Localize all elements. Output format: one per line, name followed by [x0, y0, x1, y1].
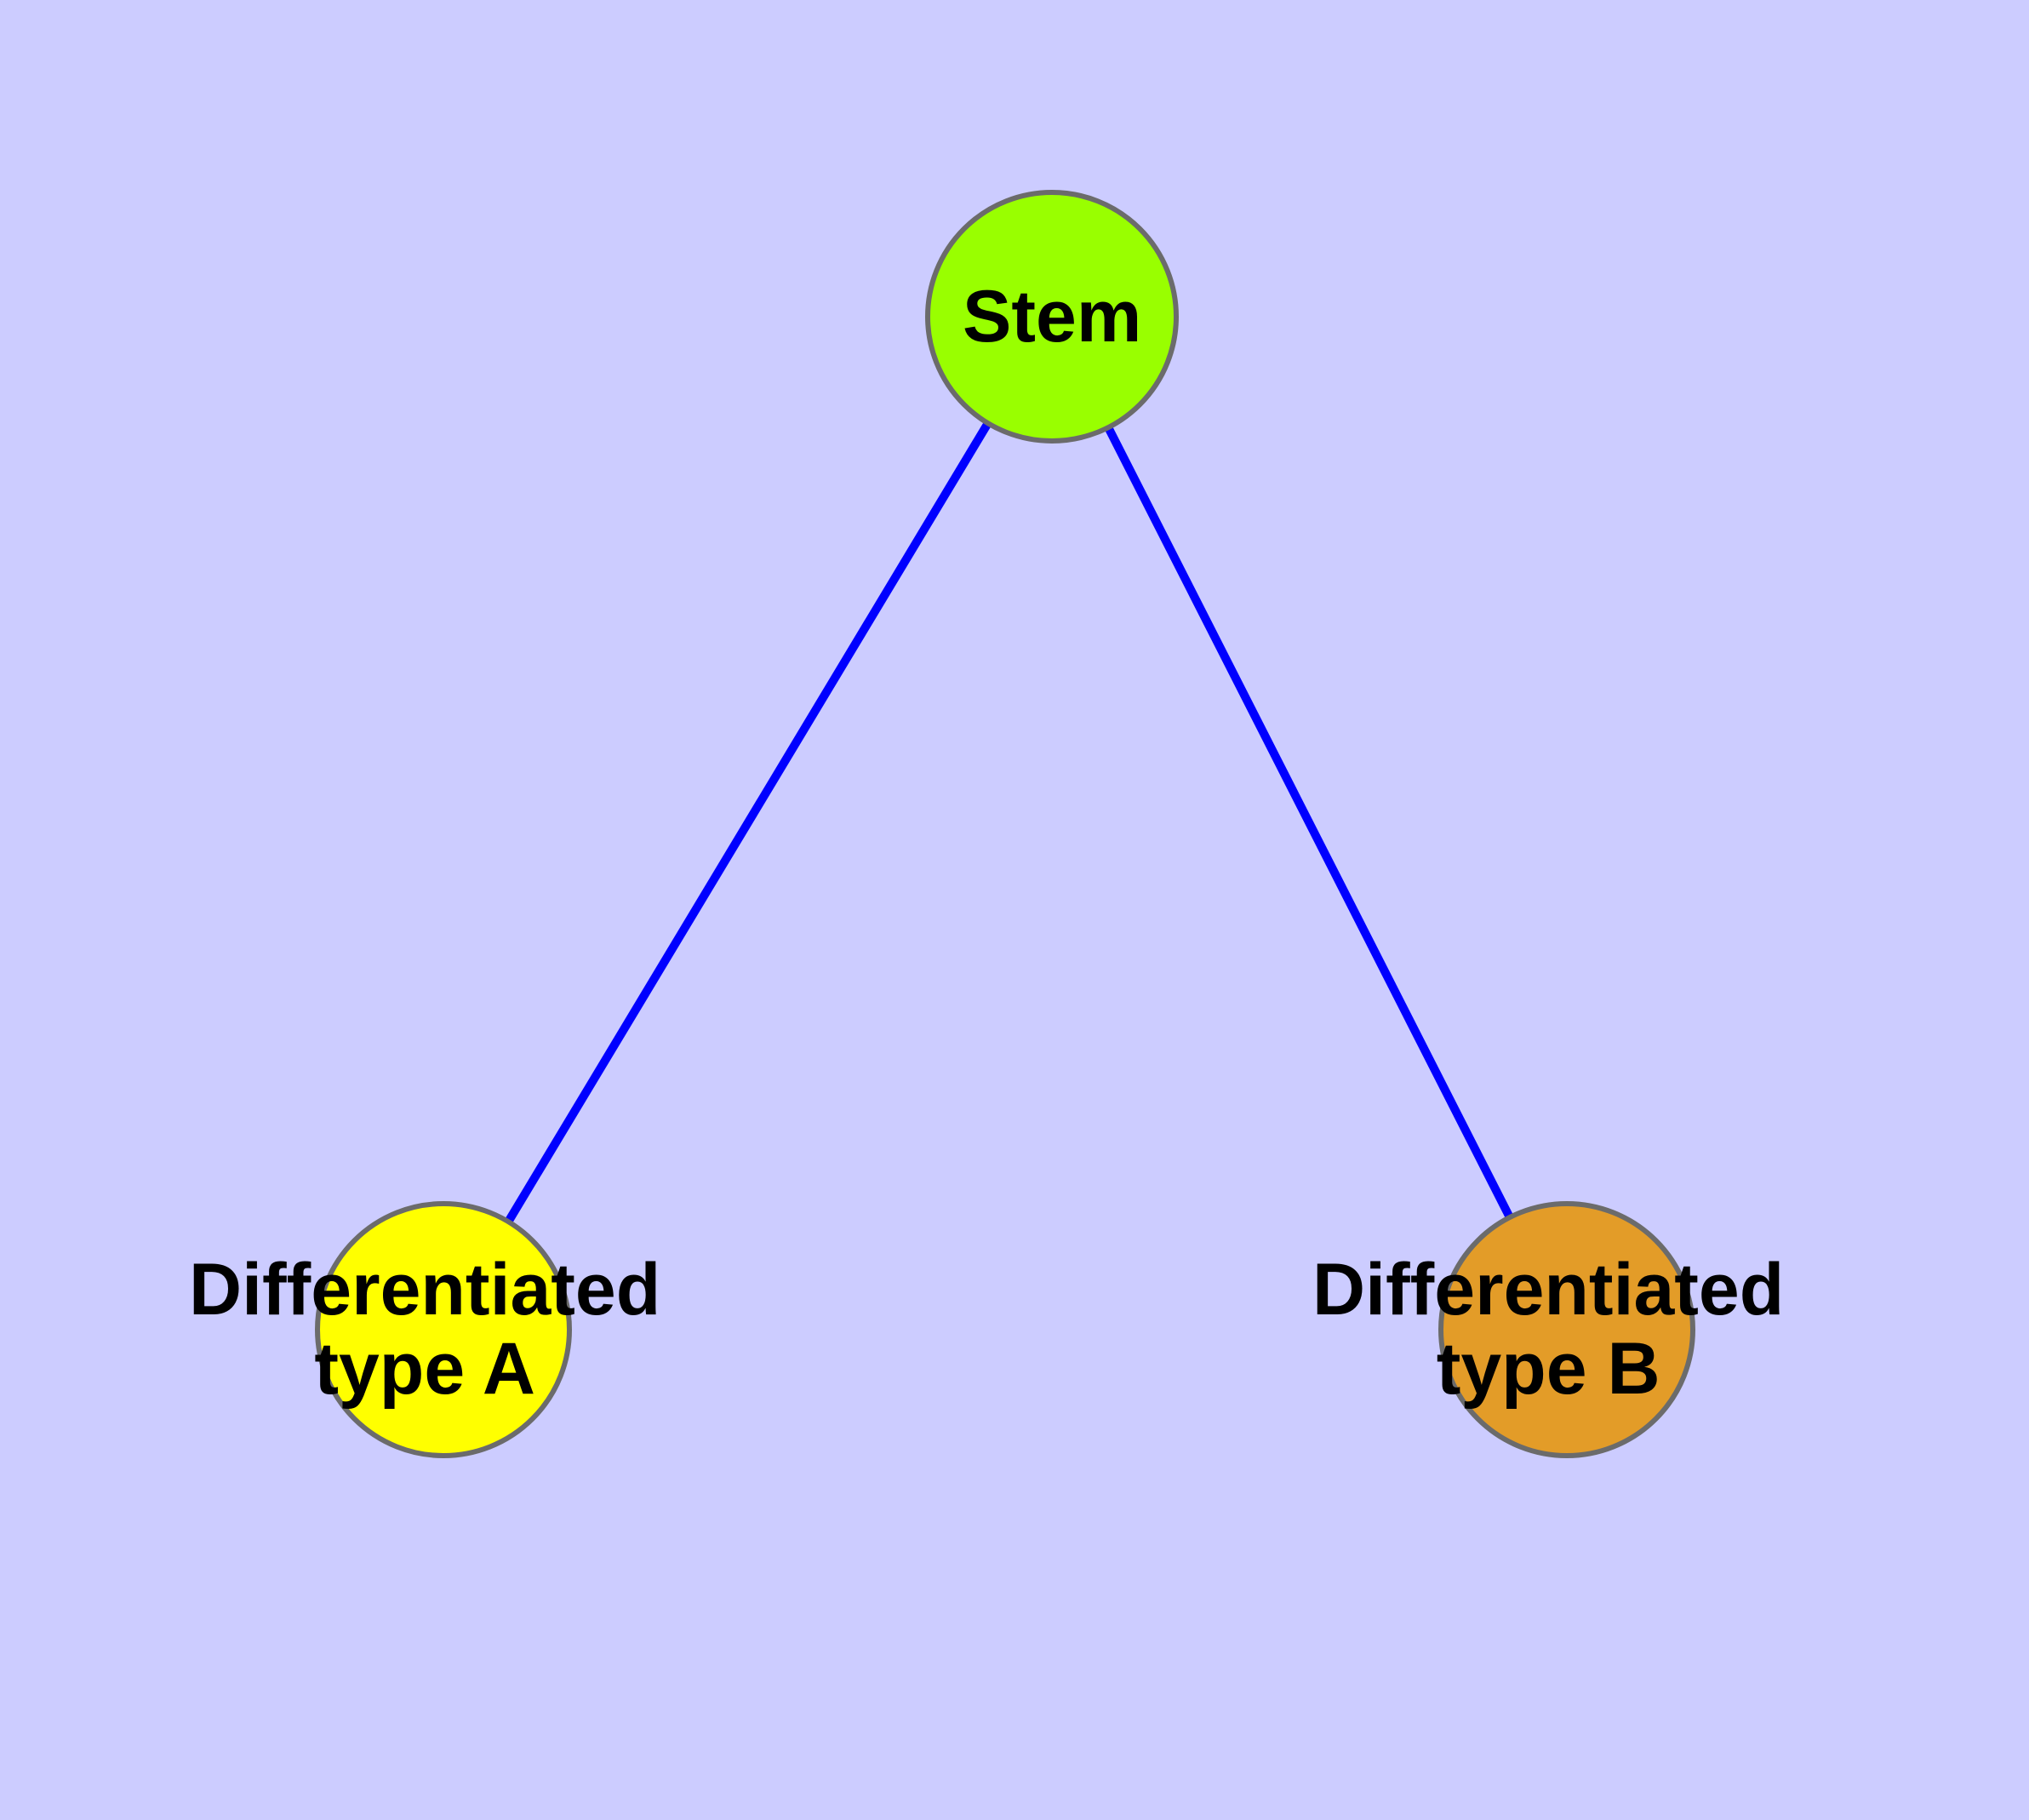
edge-layer — [504, 420, 1514, 1225]
edge-stem-to-diff-a — [504, 420, 992, 1225]
node-diff-b[interactable] — [1438, 1201, 1695, 1458]
edge-stem-to-diff-b — [1104, 424, 1514, 1221]
node-layer — [315, 190, 1695, 1458]
node-diff-a[interactable] — [315, 1201, 572, 1458]
node-stem[interactable] — [925, 190, 1179, 444]
